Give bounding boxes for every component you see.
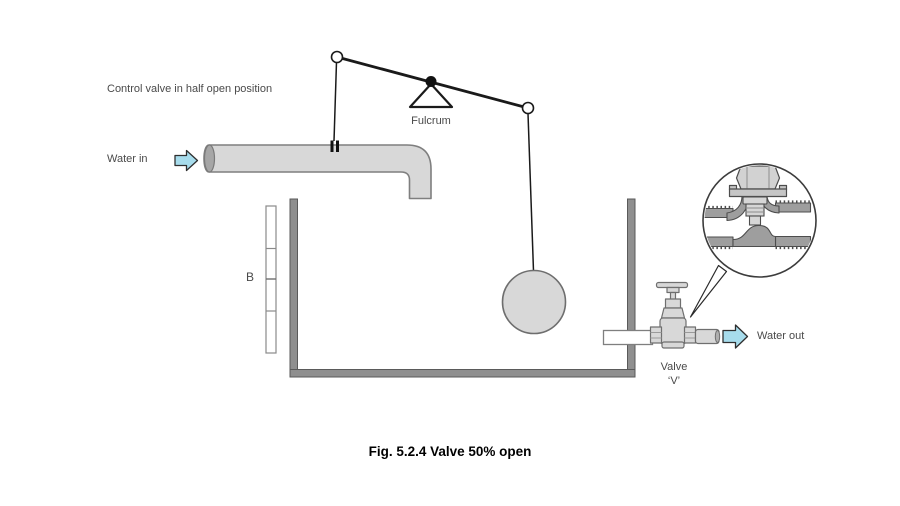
level-scale-label: B <box>246 270 255 284</box>
level-scale <box>265 205 277 354</box>
valve-v-label: Valve ‘V’ <box>649 360 699 388</box>
valve-body-skirt <box>661 341 685 349</box>
valve-v <box>649 281 721 349</box>
control-valve-note: Control valve in half open position <box>107 83 273 95</box>
lever-linkage <box>330 50 567 335</box>
inlet-pipe <box>203 144 432 200</box>
valve-hub <box>666 286 680 294</box>
magnifier-inset <box>702 163 817 278</box>
outlet-pipe-tip <box>714 330 721 343</box>
valve-packing-nut <box>664 298 682 309</box>
valve-v-label-line2: ‘V’ <box>667 375 681 387</box>
water-out-arrow-icon <box>722 324 749 349</box>
magnifier-leader <box>689 264 728 318</box>
tank-left-wall <box>289 198 298 378</box>
gland-tick-left <box>330 140 334 152</box>
fulcrum-pivot <box>425 76 437 87</box>
tank-right-wall-upper <box>627 198 636 331</box>
left-pivot <box>330 50 344 64</box>
water-out-label: Water out <box>757 330 805 342</box>
fulcrum-triangle <box>408 82 454 109</box>
figure-caption: Fig. 5.2.4 Valve 50% open <box>368 444 532 459</box>
pipe-opening <box>203 144 216 173</box>
valve-right-union <box>683 326 697 344</box>
valve-bonnet <box>660 307 686 319</box>
right-pivot <box>521 101 535 115</box>
float-rod <box>527 113 535 272</box>
tank-right-wall-lower <box>627 344 636 370</box>
fulcrum-label: Fulcrum <box>411 115 451 127</box>
tank-bottom <box>289 369 636 378</box>
water-in-arrow-icon <box>174 149 199 172</box>
valve-stem-rod <box>333 61 338 142</box>
tank <box>289 198 636 378</box>
valve-left-union <box>649 326 663 344</box>
gland-tick-right <box>336 140 339 152</box>
valve-body <box>659 317 687 345</box>
outlet-pipe-inner <box>602 329 654 346</box>
float-ball <box>501 269 567 335</box>
valve-handwheel <box>655 281 689 289</box>
water-in-label: Water in <box>107 153 148 165</box>
valve-v-label-line1: Valve <box>660 361 688 373</box>
